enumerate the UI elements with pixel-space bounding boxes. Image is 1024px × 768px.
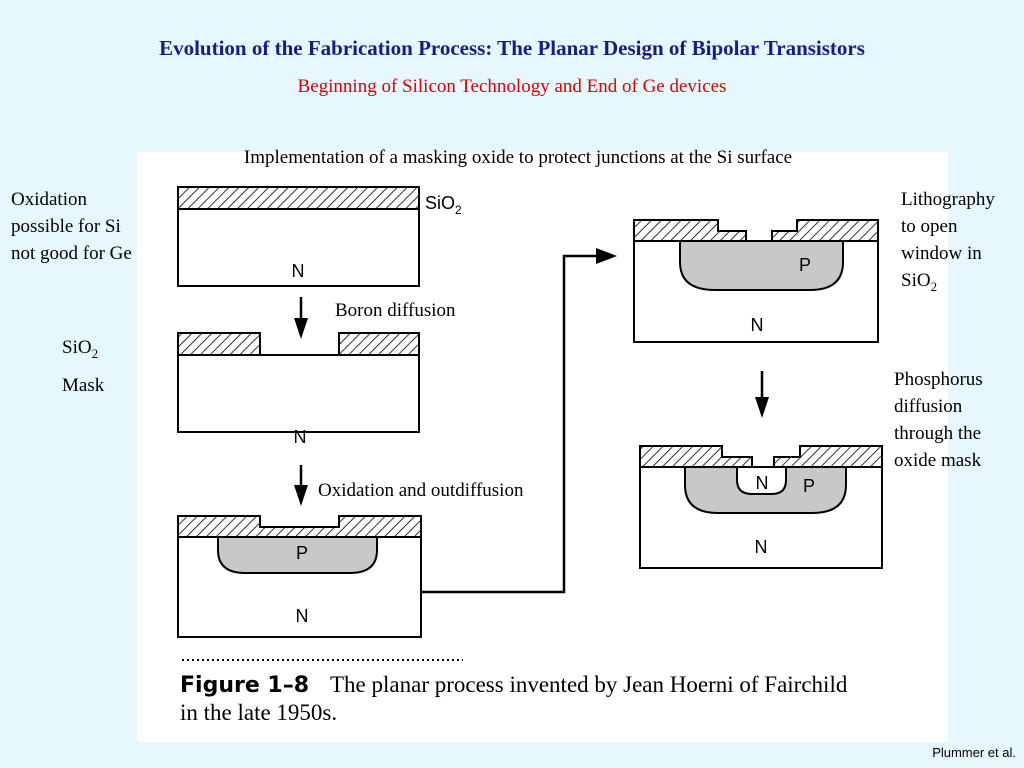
slide-title: Evolution of the Fabrication Process: Th… <box>159 36 865 60</box>
lithography-note-line1: Lithography <box>901 189 995 210</box>
wafer-step-oxidation: SiO2 N <box>177 186 462 287</box>
p-label-1: P <box>296 543 308 563</box>
n-emitter-region <box>736 466 787 495</box>
phosphorus-note-line4: oxide mask <box>894 450 982 471</box>
oxidation-note: Oxidation possible for Si not good for G… <box>11 186 132 267</box>
sio2-subscript: 2 <box>91 345 99 361</box>
n-substrate-1 <box>177 208 420 287</box>
n-emitter-label: N <box>756 473 769 493</box>
oxide-left-4 <box>633 219 747 242</box>
oxide-mask-left <box>177 332 261 356</box>
arrow-down-icon <box>294 465 308 506</box>
phosphorus-note-line1: Phosphorus <box>894 369 983 390</box>
lithography-note: Lithography to open window in SiO2 <box>901 186 995 300</box>
p-label-2: P <box>799 255 811 275</box>
n-label-1: N <box>292 261 305 281</box>
p-label-3: P <box>803 476 815 496</box>
slide-subtitle: Beginning of Silicon Technology and End … <box>297 76 727 97</box>
arrow-down-icon <box>755 371 769 418</box>
n-substrate-2 <box>177 354 420 433</box>
wafer-step-p-diffusion: P N <box>177 515 422 638</box>
connector-arrow-icon <box>421 248 617 594</box>
figure-caption-line1: The planar process invented by Jean Hoer… <box>330 672 848 697</box>
mask-label: Mask <box>62 375 105 396</box>
p-region-2 <box>679 240 844 291</box>
p-region-1 <box>217 536 378 574</box>
wafer-step-lithography: P N <box>633 219 879 343</box>
sio2-text: SiO <box>62 337 92 358</box>
oxide-layer-1 <box>177 186 420 210</box>
oxidation-note-line3: not good for Ge <box>11 243 132 264</box>
n-label-5: N <box>755 537 768 557</box>
oxidation-note-line2: possible for Si <box>11 216 121 237</box>
source-credit: Plummer et al. <box>932 745 1016 760</box>
lithography-note-line4: SiO2 <box>901 267 995 300</box>
wafer-step-window: N <box>177 332 420 447</box>
boron-diffusion-label: Boron diffusion <box>335 300 456 321</box>
sio2-label: SiO2 <box>425 193 462 217</box>
lithography-note-line2: to open <box>901 216 958 237</box>
sio2-mask-label: SiO2 <box>62 334 98 367</box>
n-label-3: N <box>296 606 309 626</box>
arrow-down-icon <box>294 297 308 339</box>
figure-caption-label: Figure 1–8 <box>180 673 309 698</box>
phosphorus-note-line3: through the <box>894 423 982 444</box>
figure-heading: Implementation of a masking oxide to pro… <box>244 147 792 168</box>
phosphorus-note: Phosphorus diffusion through the oxide m… <box>894 366 983 474</box>
oxide-mask-right <box>338 332 420 356</box>
oxidation-note-line1: Oxidation <box>11 189 87 210</box>
lithography-sio2-subscript: 2 <box>930 278 938 294</box>
oxide-left-5 <box>639 445 753 468</box>
oxide-layer-3 <box>177 515 422 538</box>
oxide-right-4 <box>771 219 879 242</box>
oxidation-outdiffusion-label: Oxidation and outdiffusion <box>318 480 524 501</box>
n-label-2: N <box>294 427 307 447</box>
figure-caption-line2: in the late 1950s. <box>180 700 337 725</box>
lithography-note-line3: window in <box>901 243 982 264</box>
wafer-step-phosphorus: N P N <box>639 445 883 569</box>
oxide-right-5 <box>773 445 883 468</box>
n-label-4: N <box>751 315 764 335</box>
phosphorus-note-line2: diffusion <box>894 396 963 417</box>
lithography-sio2-text: SiO <box>901 270 931 291</box>
